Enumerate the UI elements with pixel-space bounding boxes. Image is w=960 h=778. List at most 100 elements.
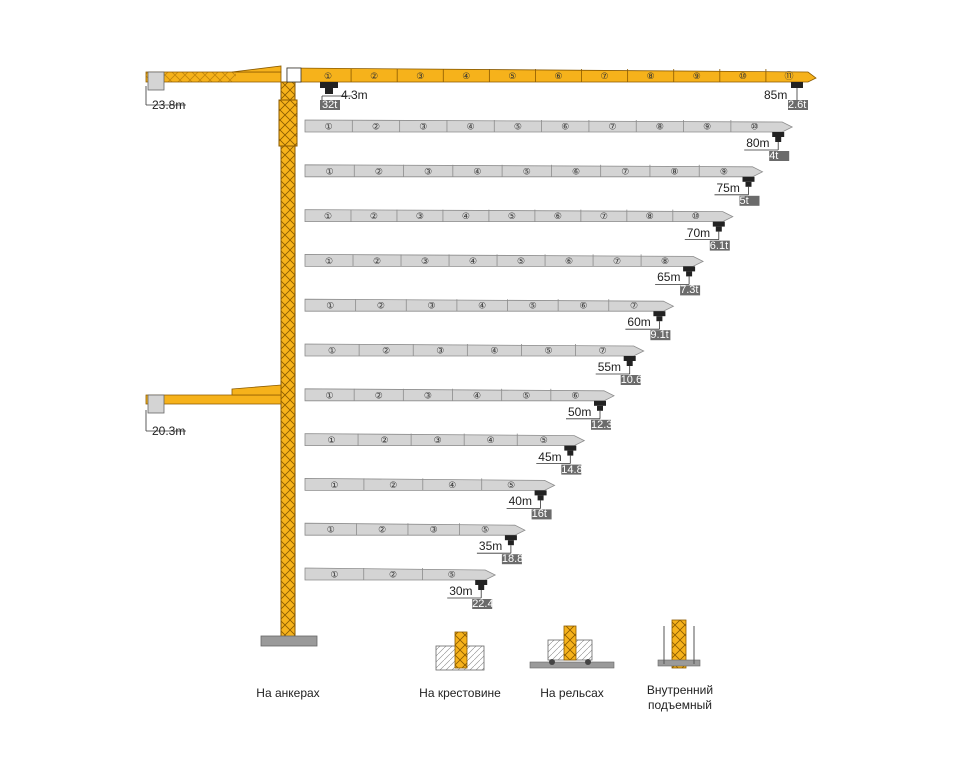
hook-block xyxy=(597,405,603,411)
jib-section-number: ② xyxy=(372,123,380,133)
jib-body xyxy=(304,388,615,402)
load-label: 16t xyxy=(531,508,547,521)
hook-block xyxy=(626,361,633,366)
load-label: 7.3t xyxy=(680,284,699,297)
jib-body xyxy=(304,567,497,581)
trolley xyxy=(712,221,725,227)
jib-section-number: ④ xyxy=(448,481,456,491)
radius-label: 60m xyxy=(627,315,651,330)
jib-section-number: ② xyxy=(370,212,378,222)
jib-body xyxy=(304,522,526,536)
counter-jib-top-label: 23.8m xyxy=(152,98,186,112)
jib-body xyxy=(304,343,645,357)
jib-section-number: ① xyxy=(328,347,336,357)
jib-section-number: ② xyxy=(389,481,397,491)
trolley xyxy=(504,535,517,541)
jib-section-number: ① xyxy=(327,526,335,536)
hook-block xyxy=(686,271,693,277)
top-jib-section-number: ⑥ xyxy=(554,72,562,82)
jib-section-number: ⑥ xyxy=(579,302,587,312)
radius-label: 70m xyxy=(686,225,711,240)
min-radius-load: 32t xyxy=(322,99,338,111)
jib-section-number: ⑧ xyxy=(671,167,679,177)
load-label: 18.8t xyxy=(501,553,527,566)
climbing-base-icon xyxy=(657,619,701,669)
min-radius-label: 4.3m xyxy=(341,88,368,102)
hook-block xyxy=(656,316,663,322)
top-jib-section-number: ⑧ xyxy=(647,72,655,82)
counterweight-low xyxy=(147,394,165,414)
jib-section-number: ⑧ xyxy=(661,257,669,267)
jib-section-number: ⑧ xyxy=(646,212,654,222)
top-radius-label: 85m xyxy=(764,88,788,102)
min-load-box xyxy=(320,100,340,110)
jib-section-number: ⑤ xyxy=(544,347,552,357)
base-label-climbing: Внутренний подъемный xyxy=(646,683,714,712)
counterweight xyxy=(147,71,165,91)
jib-section-number: ⑤ xyxy=(448,571,456,581)
jib-section-number: ③ xyxy=(428,302,436,312)
jib-section-number: ① xyxy=(326,302,334,312)
trolley xyxy=(653,311,666,317)
jib-section-number: ③ xyxy=(434,436,442,446)
jib-section-number: ⑧ xyxy=(656,123,664,133)
radius-label: 80m xyxy=(746,136,770,150)
load-box xyxy=(680,285,701,296)
trolley xyxy=(772,132,785,137)
load-box xyxy=(472,599,493,609)
jib-section-number: ⑤ xyxy=(508,212,516,222)
jib-section-number: ⑥ xyxy=(554,212,562,222)
base-label-cross: На крестовине xyxy=(419,686,501,700)
jib-body xyxy=(304,253,704,267)
jib-section-number: ② xyxy=(377,302,385,312)
load-label: 6.1t xyxy=(709,239,729,252)
load-box xyxy=(531,509,552,520)
load-box xyxy=(769,151,790,161)
radius-label: 35m xyxy=(478,539,503,554)
jib-section-number: ① xyxy=(326,391,334,401)
radius-label: 55m xyxy=(597,360,622,374)
top-jib-section-number: ④ xyxy=(462,72,470,82)
jib-section-number: ④ xyxy=(490,347,498,357)
load-box xyxy=(709,240,730,251)
jib-section-number: ⑩ xyxy=(692,212,700,222)
load-label: 10.6t xyxy=(620,374,646,386)
jib-section-number: ⑦ xyxy=(613,257,621,267)
jib-section-number: ③ xyxy=(424,167,432,177)
jib-section-number: ③ xyxy=(424,391,432,401)
jib-section-number: ⑦ xyxy=(599,347,607,357)
jib-body xyxy=(304,477,556,491)
jib-section-number: ① xyxy=(324,212,332,222)
load-box xyxy=(591,419,611,430)
jib-section-number: ⑨ xyxy=(703,123,711,133)
low-counter-jib xyxy=(145,384,282,432)
jib-section-number: ⑤ xyxy=(523,167,531,177)
trolley xyxy=(564,445,577,451)
hook-block xyxy=(775,137,782,142)
load-label: 22.4t xyxy=(472,598,497,610)
cab xyxy=(286,67,302,83)
hook-block xyxy=(567,450,574,456)
trolley xyxy=(742,176,755,182)
jib-body xyxy=(304,209,734,223)
load-box xyxy=(739,195,760,206)
top-jib-section-number: ⑩ xyxy=(739,72,747,82)
jib-section-number: ⑦ xyxy=(621,167,629,177)
jib-section-number: ② xyxy=(389,571,397,581)
tip-trolley xyxy=(791,82,803,88)
jib-section-number: ⑥ xyxy=(572,167,580,177)
top-jib-section-number: ⑨ xyxy=(693,72,701,82)
jib-section-number: ④ xyxy=(462,212,470,222)
jib-section-number: ④ xyxy=(478,302,486,312)
jib-section-number: ⑤ xyxy=(540,436,548,446)
jib-section-number: ⑦ xyxy=(609,123,617,133)
jib-section-number: ④ xyxy=(487,436,495,446)
jib-section-number: ⑦ xyxy=(600,212,608,222)
top-jib-section-number: ⑪ xyxy=(784,71,793,82)
tip-load-box xyxy=(788,100,808,110)
